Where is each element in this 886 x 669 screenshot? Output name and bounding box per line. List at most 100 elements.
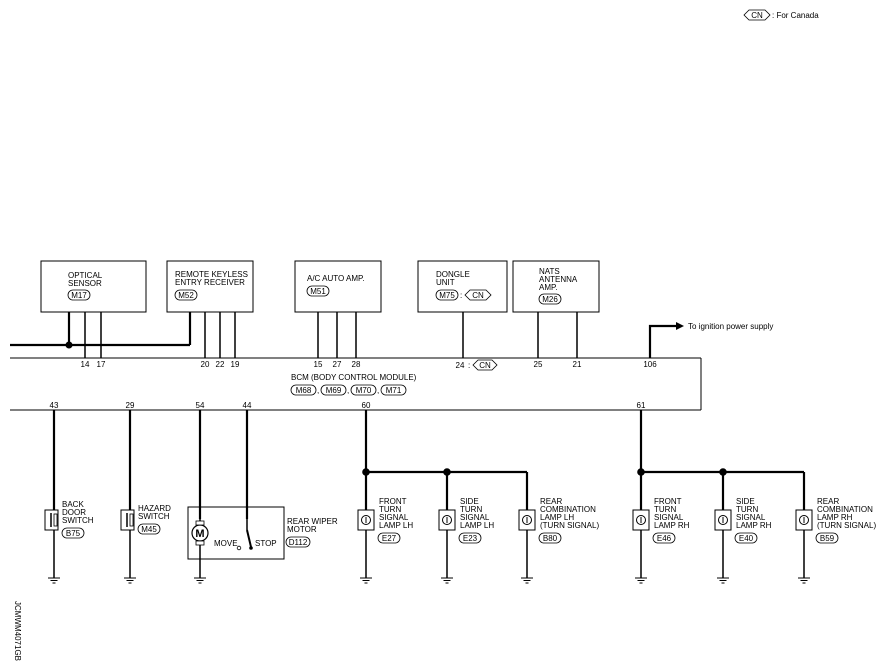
bcm-connector-tag-2 [320, 384, 347, 396]
dongle-canada-tag-label: CN [472, 291, 484, 300]
rear-wiper-motor-connector: D112 [289, 538, 308, 547]
dongle-unit-box [417, 260, 508, 313]
bcm-connector-tag-4 [380, 384, 407, 396]
rear-lh-name-line3: LAMP LH [540, 513, 574, 522]
front-lh-connector-tag [377, 532, 401, 544]
rear-combination-lamp-rh: REAR COMBINATION LAMP RH (TURN SIGNAL) B… [795, 497, 876, 578]
rear-lh-name-line1: REAR [540, 497, 562, 506]
keyless-receiver-name-line1: REMOTE KEYLESS [175, 270, 248, 279]
optical-sensor-connector-tag [67, 289, 91, 301]
front-lh-name-line4: LAMP LH [379, 521, 413, 530]
rear-wiper-motor-connector-tag [285, 536, 311, 548]
lower-wires [52, 410, 806, 519]
front-rh-name-line4: LAMP RH [654, 521, 690, 530]
ground-icon [521, 577, 533, 584]
rear-lh-connector-tag [538, 532, 562, 544]
back-door-switch-plunger [53, 513, 58, 527]
front-rh-connector-tag [652, 532, 676, 544]
side-turn-signal-lamp-rh: SIDE TURN SIGNAL LAMP RH E40 [714, 497, 772, 578]
bcm-connector-3: M70 [356, 386, 372, 395]
hazard-switch-plunger [129, 513, 134, 527]
dongle-unit-connector-tag [435, 289, 459, 301]
ac-auto-amp: A/C AUTO AMP. M51 [294, 260, 382, 313]
pin-optical-17: 17 [97, 360, 106, 369]
wiper-stop-contact [249, 546, 253, 550]
pin-keyless-20: 20 [201, 360, 210, 369]
bcm-connector-2: M69 [326, 386, 342, 395]
splice-lh-front [362, 468, 370, 476]
rear-rh-name-line4: (TURN SIGNAL) [817, 521, 876, 530]
back-door-switch-name-line3: SWITCH [62, 516, 94, 525]
wiper-move-label: MOVE [214, 539, 238, 548]
nats-amp-box [512, 260, 600, 313]
front-rh-name-line2: TURN [654, 505, 676, 514]
rear-wiper-motor-name-line2: MOTOR [287, 525, 317, 534]
optical-sensor: OPTICAL SENSOR M17 [40, 260, 147, 313]
hazard-switch-name-line2: SWITCH [138, 512, 170, 521]
dongle-unit-connector-colon: : [460, 291, 462, 300]
pin-nats-21: 21 [573, 360, 582, 369]
upper-wires [10, 312, 676, 358]
keyless-receiver-box [166, 260, 254, 313]
bcm-connector-sep-3: , [377, 386, 379, 395]
legend-text: : For Canada [772, 11, 819, 20]
rear-rh-connector: B59 [820, 534, 835, 543]
side-lh-connector: E23 [463, 534, 478, 543]
rear-lh-name-line2: COMBINATION [540, 505, 596, 514]
hazard-switch-name-line1: HAZARD [138, 504, 171, 513]
nats-amp-name-line1: NATS [539, 267, 560, 276]
bcm-title: BCM (BODY CONTROL MODULE) [291, 373, 417, 382]
motor-brush-top [195, 520, 205, 526]
front-rh-name-line1: FRONT [654, 497, 682, 506]
rear-lh-name-line4: (TURN SIGNAL) [540, 521, 599, 530]
optical-sensor-connector: M17 [71, 291, 87, 300]
optical-sensor-name-line2: SENSOR [68, 279, 102, 288]
pin-dongle-24: 24 [456, 361, 465, 370]
dongle-unit: DONGLE UNIT M75 : CN [417, 260, 508, 313]
nats-antenna-amp: NATS ANTENNA AMP. M26 [512, 260, 600, 313]
optical-sensor-box [40, 260, 147, 313]
keyless-receiver-connector-tag [174, 289, 198, 301]
pin-ac-15: 15 [314, 360, 323, 369]
hazard-switch: HAZARD SWITCH M45 [120, 504, 171, 578]
pin-61: 61 [637, 401, 646, 410]
ground-symbols [48, 577, 810, 584]
pin-ac-27: 27 [333, 360, 342, 369]
back-door-switch: BACK DOOR SWITCH B75 [44, 500, 94, 578]
side-rh-connector: E40 [739, 534, 754, 543]
nats-amp-name-line3: AMP. [539, 283, 558, 292]
back-door-switch-connector-tag [61, 527, 85, 539]
dongle-canada-tag [464, 289, 492, 301]
bcm-connector-tag-1 [290, 384, 317, 396]
pin-dongle-colon: : [468, 361, 470, 370]
pin-60: 60 [362, 401, 371, 410]
ac-amp-connector: M51 [310, 287, 326, 296]
front-rh-name-line3: SIGNAL [654, 513, 684, 522]
ground-icon [360, 577, 372, 584]
ground-icon [798, 577, 810, 584]
motor-brush-bottom [195, 540, 205, 546]
hazard-switch-connector-tag [137, 523, 161, 535]
ground-icon [441, 577, 453, 584]
wiper-switch-blade [246, 529, 252, 548]
ground-icon [124, 577, 136, 584]
pin-dongle-canada-tag [472, 359, 498, 371]
nats-amp-connector: M26 [542, 295, 558, 304]
keyless-receiver-connector: M52 [178, 291, 194, 300]
bcm-connector-4: M71 [386, 386, 402, 395]
canada-connector-tag [743, 9, 771, 21]
ignition-arrow [676, 322, 684, 330]
side-lh-connector-tag [458, 532, 482, 544]
pin-ac-28: 28 [352, 360, 361, 369]
wiper-move-contact [236, 545, 242, 551]
ground-icon [717, 577, 729, 584]
front-rh-connector: E46 [657, 534, 672, 543]
front-lh-name-line2: TURN [379, 505, 401, 514]
hazard-switch-connector: M45 [141, 525, 157, 534]
bulb-icon [522, 515, 532, 525]
pin-dongle-canada-label: CN [479, 361, 491, 370]
legend-connector-label: CN [751, 11, 763, 20]
rear-wiper-motor-name-line1: REAR WIPER [287, 517, 338, 526]
side-rh-name-line3: SIGNAL [736, 513, 766, 522]
